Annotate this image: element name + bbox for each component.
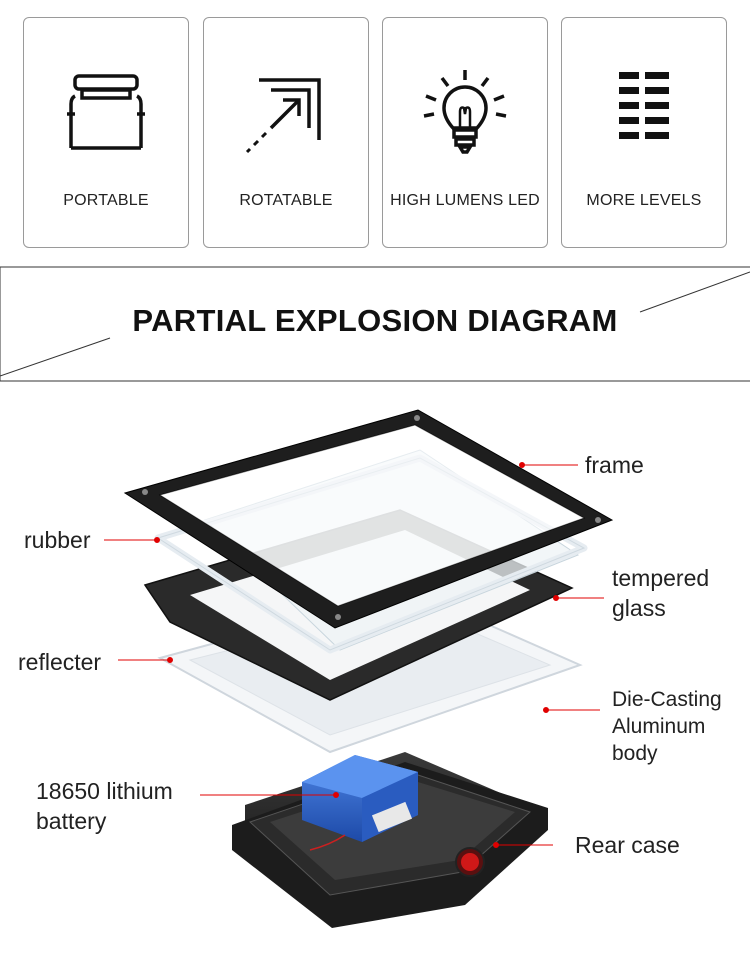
- banner-title: PARTIAL EXPLOSION DIAGRAM: [132, 303, 618, 338]
- lithium-battery: [302, 755, 418, 851]
- feature-label: MORE LEVELS: [586, 192, 702, 209]
- callout-rubber: rubber: [24, 527, 91, 553]
- lightbulb-icon: [383, 68, 547, 158]
- explosion-diagram: [104, 409, 614, 928]
- callout-frame: frame: [585, 452, 644, 478]
- callout-tempered-glass: tempered glass: [612, 565, 710, 621]
- feature-label: ROTATABLE: [239, 192, 333, 209]
- feature-label: PORTABLE: [63, 192, 149, 209]
- callout-rear-case: Rear case: [575, 832, 680, 858]
- power-switch: [461, 853, 479, 871]
- feature-label: HIGH LUMENS LED: [390, 192, 540, 209]
- levels-icon: [562, 68, 726, 158]
- rotate-arrow-icon: [204, 68, 368, 158]
- section-banner: [0, 266, 750, 382]
- callout-reflecter: reflecter: [18, 649, 102, 675]
- leader-lines: [104, 462, 604, 848]
- callout-die-casting-body: Die-Casting Aluminum body: [612, 688, 722, 765]
- feature-card-more-levels: MORE LEVELS: [561, 17, 727, 248]
- feature-card-high-lumens: HIGH LUMENS LED: [382, 17, 548, 248]
- feature-card-rotatable: ROTATABLE: [203, 17, 369, 248]
- callout-battery: 18650 lithium battery: [36, 778, 173, 834]
- feature-card-portable: PORTABLE: [23, 17, 189, 248]
- handle-icon: [24, 68, 188, 158]
